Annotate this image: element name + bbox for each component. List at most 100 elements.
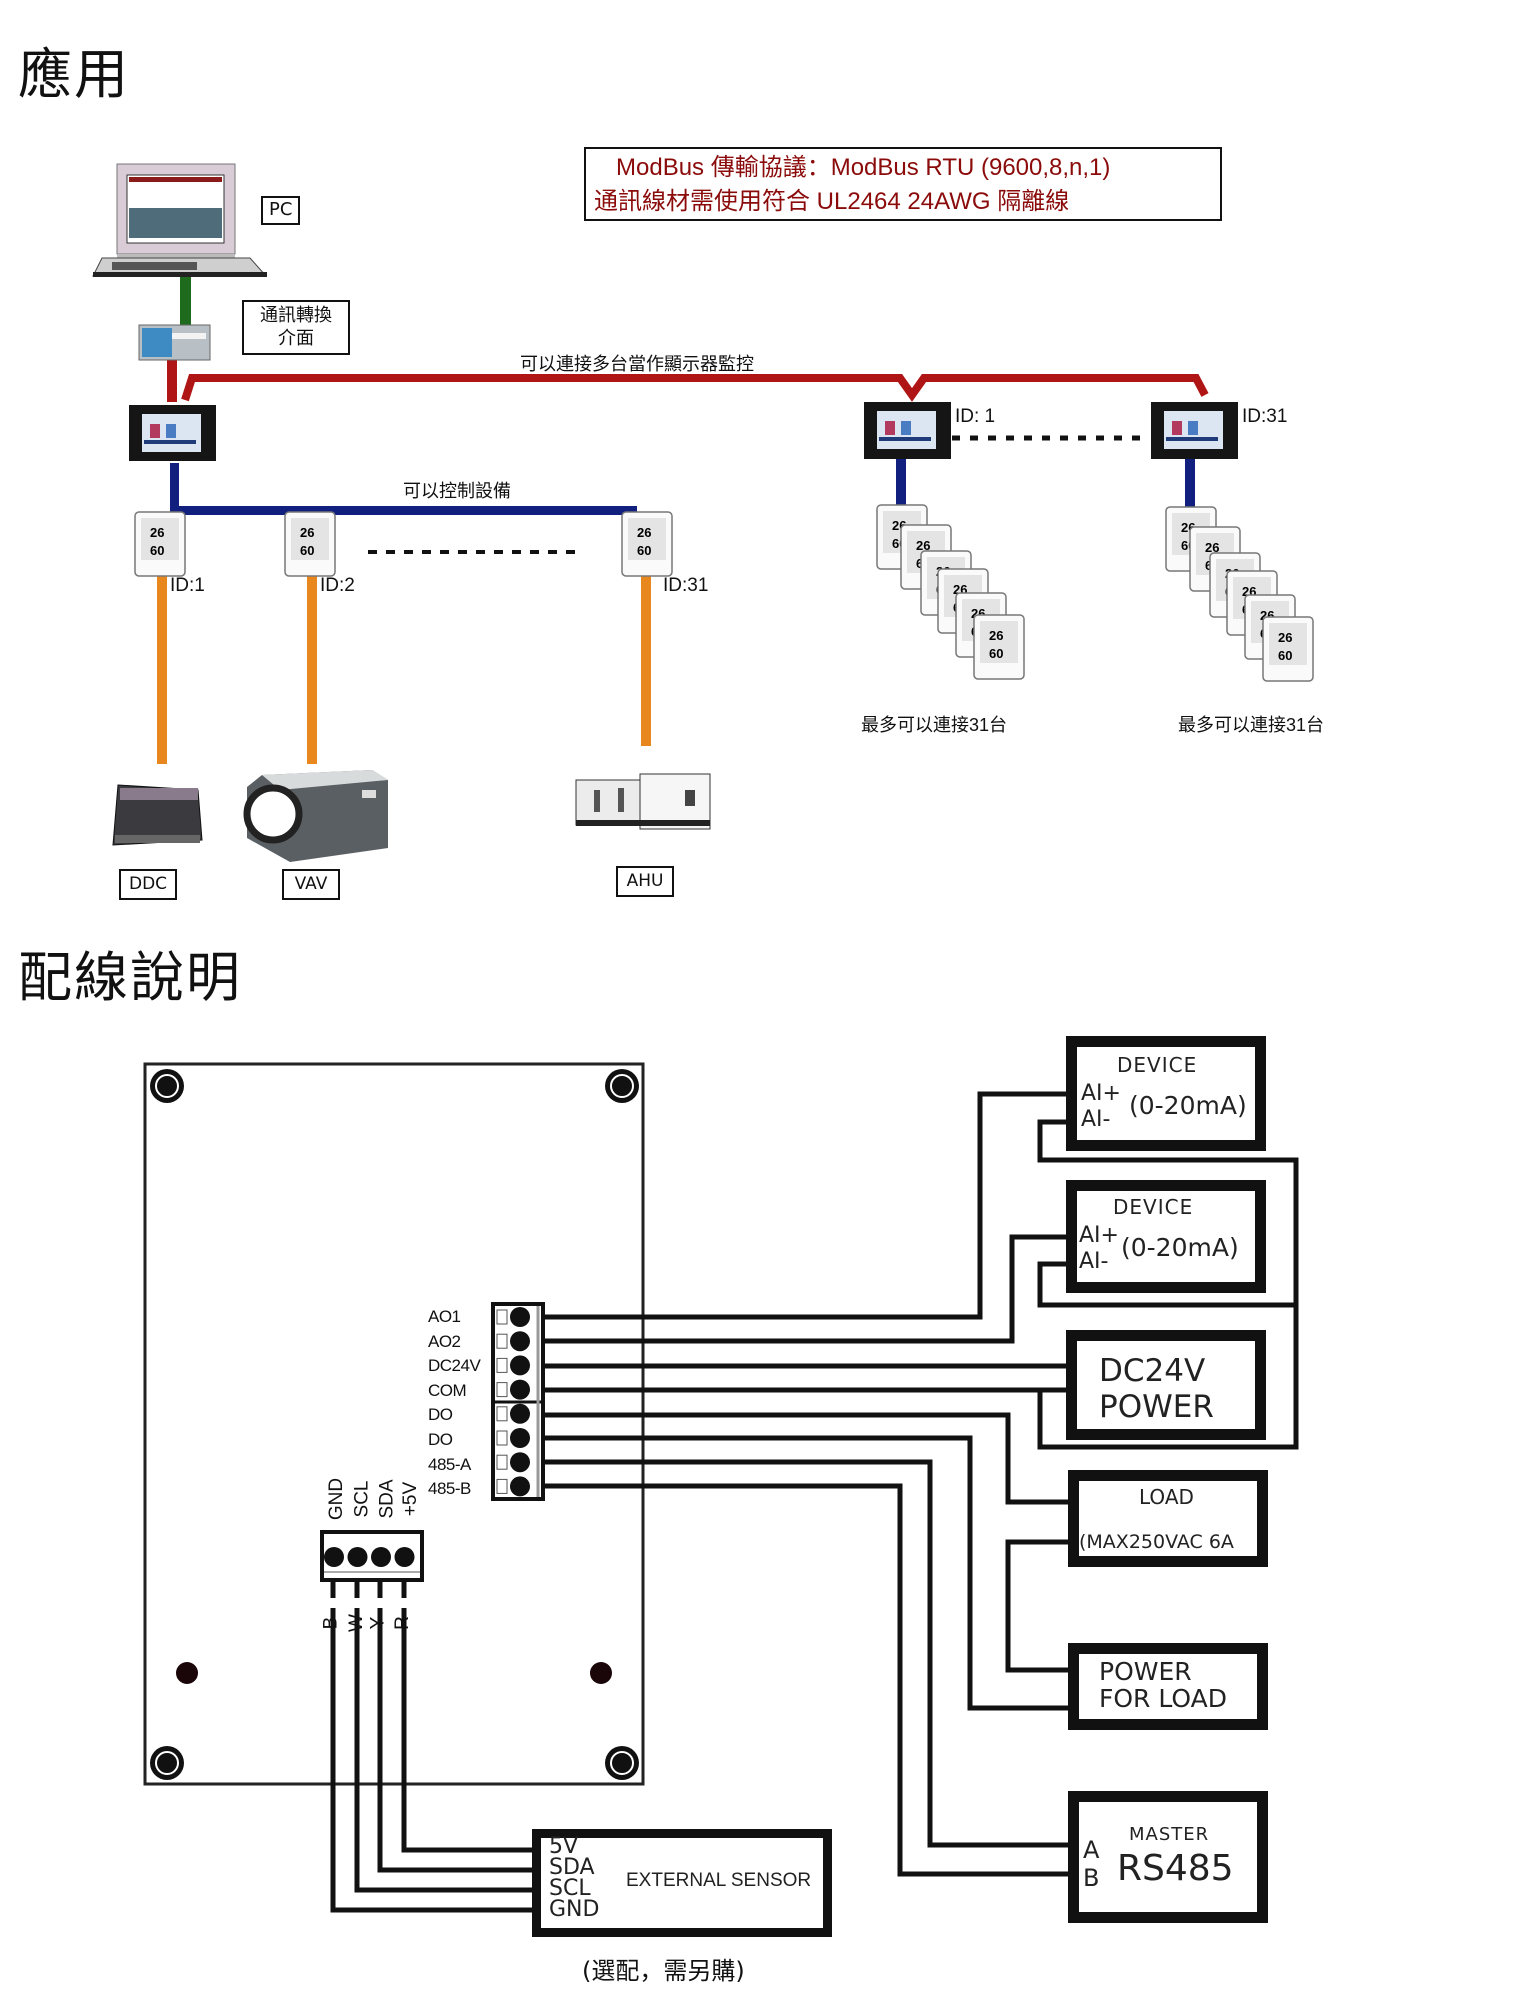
terminal-label-ao2: AO2 bbox=[428, 1331, 461, 1351]
pc-icon bbox=[92, 163, 268, 277]
sensor-terminal-screw-icon bbox=[347, 1547, 368, 1567]
sensor-humidity-reading: 60 bbox=[300, 543, 314, 558]
terminal-clamp-icon bbox=[496, 1478, 508, 1494]
hmi-panel-main bbox=[129, 405, 216, 461]
terminal-screw-icon bbox=[510, 1307, 530, 1327]
load-box: LOAD (MAX250VAC 6A bbox=[1068, 1470, 1268, 1567]
protocol-note-line2: 通訊線材需使用符合 UL2464 24AWG 隔離線 bbox=[594, 188, 1070, 215]
power-for-load-line1: POWER bbox=[1099, 1657, 1192, 1686]
terminal-screw-icon bbox=[510, 1428, 530, 1448]
converter-red-wire bbox=[167, 358, 177, 402]
sensor-terminal-scl: SCL bbox=[351, 1480, 373, 1518]
terminal-label-485a: 485-A bbox=[428, 1454, 471, 1474]
wire-color-y: Y bbox=[367, 1616, 389, 1630]
equipment-link-vav bbox=[307, 576, 317, 764]
device-2-pin-aiplus: AI+ bbox=[1079, 1223, 1119, 1248]
protocol-note: ModBus 傳輸協議：ModBus RTU (9600,8,n,1) 通訊線材… bbox=[584, 147, 1222, 221]
controller-bus-wire bbox=[175, 506, 637, 515]
sensor-temperature-reading: 26 bbox=[1205, 540, 1219, 555]
pc-link-wire bbox=[180, 275, 191, 325]
sensor-temperature-reading: 26 bbox=[637, 525, 651, 540]
vav-icon bbox=[243, 770, 388, 862]
sensor-humidity-reading: 60 bbox=[637, 543, 651, 558]
display-id-31: ID:31 bbox=[1242, 406, 1288, 427]
wiring-section-title: 配線說明 bbox=[18, 946, 242, 1009]
sensor-terminal-screw-icon bbox=[324, 1547, 344, 1567]
equipment-label-ahu: AHU bbox=[616, 866, 674, 898]
external-sensor-note: (選配，需另購) bbox=[582, 1957, 745, 1985]
sensor-temperature-reading: 26 bbox=[300, 525, 314, 540]
display-id-1: ID: 1 bbox=[955, 406, 996, 427]
protocol-note-line1: ModBus 傳輸協議：ModBus RTU (9600,8,n,1) bbox=[616, 154, 1111, 181]
dc24v-power-box: DC24V POWER bbox=[1066, 1330, 1266, 1440]
terminal-label-485b: 485-B bbox=[428, 1479, 471, 1499]
master-rs485-title: MASTER bbox=[1129, 1824, 1210, 1845]
sensor-temperature-reading: 26 bbox=[1278, 630, 1292, 645]
master-rs485-main: RS485 bbox=[1117, 1848, 1234, 1889]
application-section-title: 應用 bbox=[18, 43, 130, 106]
hmi-panel-id31 bbox=[1151, 402, 1238, 459]
device-2-pin-aiminus: AI- bbox=[1079, 1249, 1109, 1274]
terminal-label-ao1: AO1 bbox=[428, 1307, 461, 1326]
wire-color-w: W bbox=[345, 1614, 367, 1632]
terminal-label-do2: DO bbox=[428, 1429, 453, 1449]
sensor-temperature-reading: 26 bbox=[150, 525, 164, 540]
controller-board bbox=[143, 1062, 645, 1786]
converter-label-line2: 介面 bbox=[278, 327, 314, 349]
sensor-terminal-screw-icon bbox=[371, 1547, 391, 1567]
external-sensor-pin-scl: SCL bbox=[549, 1876, 591, 1901]
device-1-pin-aiplus: AI+ bbox=[1081, 1081, 1121, 1106]
terminal-label-do1: DO bbox=[428, 1405, 453, 1425]
external-sensor-pins: 5V SDA SCL GND bbox=[549, 1834, 599, 1921]
sensor-temperature-reading: 26 bbox=[989, 628, 1003, 643]
controller-id-1: ID:1 bbox=[170, 575, 205, 596]
external-sensor-pin-5v: 5V bbox=[549, 1834, 579, 1859]
device-2-title: DEVICE bbox=[1113, 1195, 1194, 1219]
application-diagram: 2660266026602660266026602660266026602660… bbox=[92, 163, 1314, 862]
sensor-terminal-sda: SDA bbox=[376, 1479, 398, 1519]
terminal-clamp-icon bbox=[496, 1357, 508, 1373]
terminal-clamp-icon bbox=[496, 1406, 508, 1422]
max-connect-caption-2: 最多可以連接31台 bbox=[1178, 715, 1325, 735]
ddc-icon bbox=[112, 784, 203, 846]
sensor-terminal-screw-icon bbox=[394, 1547, 415, 1567]
device-2-spec: (0-20mA) bbox=[1121, 1233, 1239, 1262]
wiring-diagram bbox=[143, 1062, 1299, 1913]
pc-label: PC bbox=[261, 196, 301, 225]
converter-label: 通訊轉換 介面 bbox=[242, 300, 350, 355]
terminal-clamp-icon bbox=[496, 1333, 508, 1349]
external-sensor-pin-sda: SDA bbox=[549, 1855, 595, 1880]
sensor-humidity-reading: 60 bbox=[1278, 648, 1292, 663]
dc24v-power-line2: POWER bbox=[1099, 1389, 1214, 1425]
sensor-terminal-gnd: GND bbox=[326, 1477, 348, 1521]
load-line1: LOAD bbox=[1139, 1485, 1194, 1509]
converter-icon bbox=[138, 324, 211, 361]
max-connect-caption-1: 最多可以連接31台 bbox=[861, 715, 1008, 735]
terminal-screw-icon bbox=[510, 1355, 530, 1376]
master-rs485-pin-b: B bbox=[1083, 1864, 1100, 1892]
wiring-lines bbox=[330, 1091, 1299, 1913]
sensor-humidity-reading: 60 bbox=[989, 646, 1003, 661]
terminal-clamp-icon bbox=[496, 1454, 508, 1470]
mounting-hole-icon bbox=[605, 1746, 639, 1780]
terminal-clamp-icon bbox=[496, 1382, 508, 1398]
power-for-load-box: POWER FOR LOAD bbox=[1068, 1643, 1268, 1730]
sensor-humidity-reading: 60 bbox=[150, 543, 164, 558]
sensor-terminal-5v: +5V bbox=[400, 1481, 422, 1517]
device-1-box: DEVICE AI+ AI- (0-20mA) bbox=[1066, 1036, 1266, 1151]
controller-bus-drop bbox=[170, 463, 179, 515]
led-dot-icon bbox=[590, 1662, 612, 1684]
external-sensor-title: EXTERNAL SENSOR bbox=[626, 1870, 812, 1891]
equipment-link-ddc bbox=[157, 576, 167, 764]
terminal-label-dc24v: DC24V bbox=[428, 1356, 481, 1376]
modbus-display-bus bbox=[181, 374, 1209, 402]
master-rs485-pin-a: A bbox=[1083, 1836, 1100, 1864]
device-1-title: DEVICE bbox=[1117, 1053, 1198, 1077]
dc24v-power-line1: DC24V bbox=[1099, 1353, 1206, 1389]
terminal-screw-icon bbox=[510, 1379, 530, 1400]
sensor-temperature-reading: 26 bbox=[916, 538, 930, 553]
